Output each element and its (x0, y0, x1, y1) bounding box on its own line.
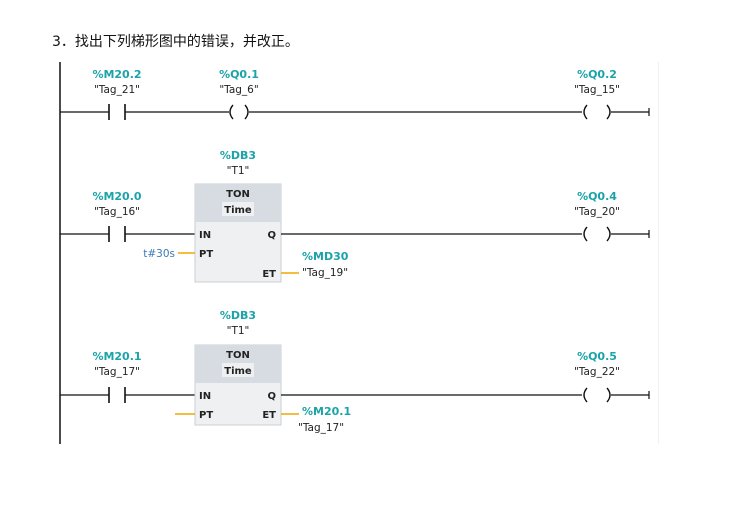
coil-q0-4[interactable] (583, 226, 611, 242)
timer-db-address: %DB3 (220, 149, 256, 162)
ladder-diagram-panel: %M20.2 "Tag_21" %Q0.1 "Tag_6" %Q0.2 "Tag… (57, 62, 659, 444)
et-tag: "Tag_19" (302, 267, 348, 279)
pin-q-label: Q (267, 391, 276, 402)
contact-m20-1[interactable] (108, 387, 126, 403)
coil-address: %Q0.4 (577, 190, 617, 203)
timer-instance-name: "T1" (227, 325, 250, 337)
timer-type: TON (226, 350, 250, 361)
coil-tag: "Tag_22" (574, 366, 620, 378)
network-3: %DB3 "T1" %M20.1 "Tag_17" TON Time IN PT… (60, 309, 650, 434)
et-address: %M20.1 (302, 405, 351, 418)
ladder-diagram: %M20.2 "Tag_21" %Q0.1 "Tag_6" %Q0.2 "Tag… (59, 62, 650, 444)
pin-q-label: Q (267, 230, 276, 241)
coil-tag: "Tag_20" (574, 206, 620, 218)
timer-base: Time (224, 366, 252, 377)
coil-tag: "Tag_15" (574, 84, 620, 96)
coil-address: %Q0.2 (577, 68, 617, 81)
coil-tag: "Tag_6" (219, 84, 258, 96)
et-address: %MD30 (302, 250, 349, 263)
timer-base: Time (224, 205, 252, 216)
contact-tag: "Tag_21" (94, 84, 140, 96)
contact-address: %M20.2 (92, 68, 141, 81)
pin-pt-label: PT (199, 249, 213, 260)
pin-in-label: IN (199, 391, 211, 402)
pin-et-label: ET (262, 410, 276, 421)
pin-et-label: ET (262, 269, 276, 280)
pin-pt-label: PT (199, 410, 213, 421)
coil-q0-2[interactable] (583, 104, 611, 120)
pin-in-label: IN (199, 230, 211, 241)
timer-instance-name: "T1" (227, 165, 250, 177)
coil-address: %Q0.1 (219, 68, 259, 81)
contact-tag: "Tag_17" (94, 366, 140, 378)
network-1: %M20.2 "Tag_21" %Q0.1 "Tag_6" %Q0.2 "Tag… (60, 68, 650, 120)
timer-type: TON (226, 189, 250, 200)
contact-address: %M20.0 (92, 190, 141, 203)
ton-timer-block[interactable]: TON Time IN PT Q ET (194, 183, 282, 283)
contact-address: %M20.1 (92, 350, 141, 363)
contact-m20-2[interactable] (108, 104, 126, 120)
network-2: %DB3 "T1" %M20.0 "Tag_16" TON Time IN PT… (60, 149, 650, 283)
question-text: 3．找出下列梯形图中的错误，并改正。 (52, 34, 299, 50)
coil-address: %Q0.5 (577, 350, 617, 363)
contact-tag: "Tag_16" (94, 206, 140, 218)
pt-value: t#30s (143, 248, 175, 260)
timer-db-address: %DB3 (220, 309, 256, 322)
coil-q0-5[interactable] (583, 387, 611, 403)
contact-m20-0[interactable] (108, 226, 126, 242)
coil-q0-1[interactable] (229, 104, 249, 120)
ton-timer-block[interactable]: TON Time IN PT Q ET (194, 344, 282, 426)
et-tag: "Tag_17" (298, 422, 344, 434)
